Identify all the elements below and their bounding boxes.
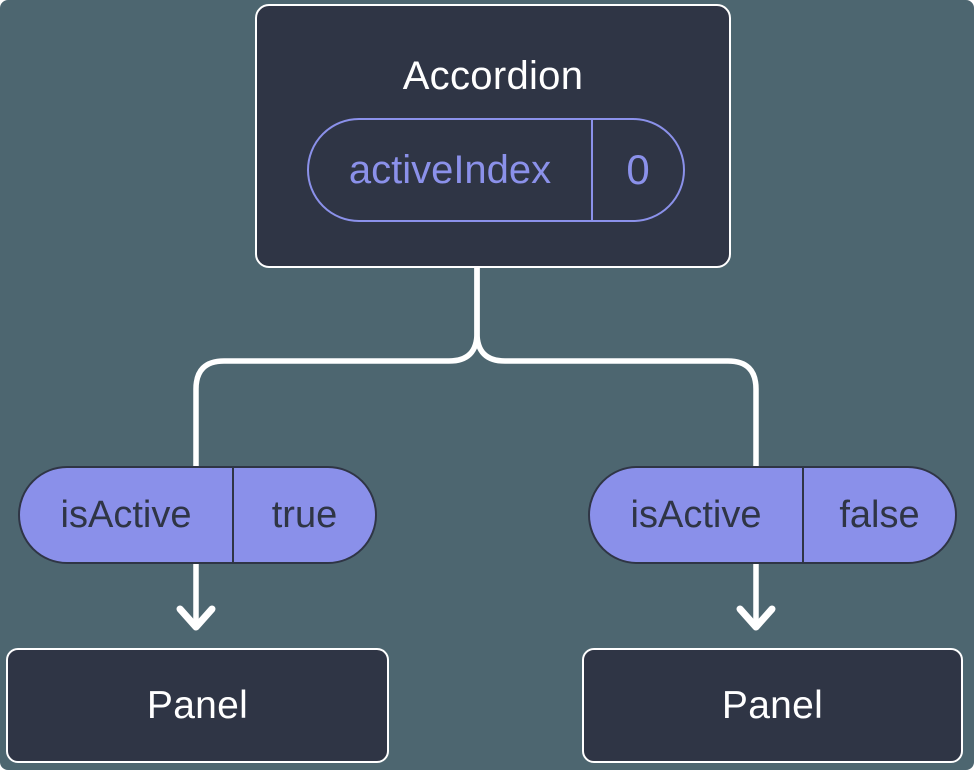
active-index-prop-name: activeIndex xyxy=(348,147,552,192)
is-active-prop-name: isActive xyxy=(60,493,192,536)
is-active-prop-value: false xyxy=(839,493,920,536)
is-active-pill-true: isActive true xyxy=(18,466,377,564)
arrow-head-left-icon xyxy=(176,605,216,631)
panel-title: Panel xyxy=(146,683,249,727)
accordion-title: Accordion xyxy=(402,54,584,98)
panel-title: Panel xyxy=(721,683,824,727)
accordion-node: Accordion activeIndex 0 xyxy=(255,4,731,268)
pill-divider xyxy=(232,468,234,562)
is-active-prop-name: isActive xyxy=(630,493,762,536)
is-active-prop-value: true xyxy=(271,493,338,536)
arrow-head-right-icon xyxy=(736,605,776,631)
active-index-prop-value: 0 xyxy=(626,146,650,193)
is-active-pill-false: isActive false xyxy=(588,466,957,564)
connector-root-to-left-pill xyxy=(193,266,480,467)
panel-node-left: Panel xyxy=(6,648,389,763)
pill-divider xyxy=(591,120,593,220)
connector-root-to-right-pill xyxy=(474,266,759,467)
pill-divider xyxy=(802,468,804,562)
panel-node-right: Panel xyxy=(582,648,963,763)
active-index-pill: activeIndex 0 xyxy=(307,118,685,222)
